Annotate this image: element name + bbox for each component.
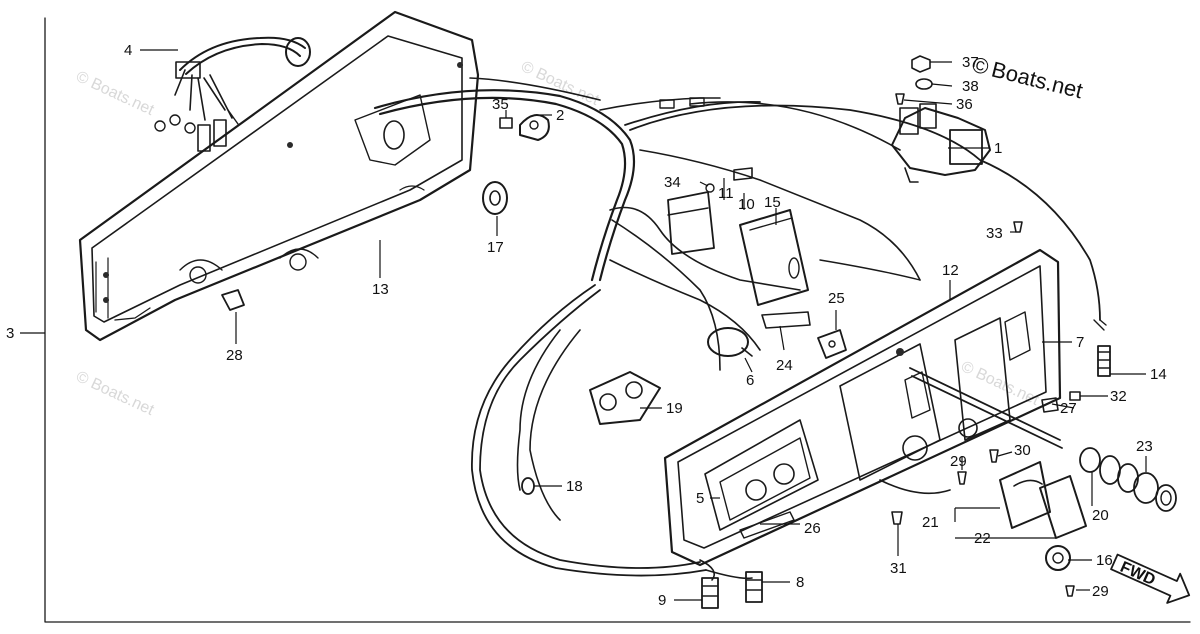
knob-16 [1045, 545, 1071, 571]
part-number: 19 [666, 400, 683, 417]
washer-38 [915, 78, 933, 90]
brand-copyright: © [970, 52, 992, 80]
part-number: 17 [487, 239, 504, 256]
watermark: © Boats.net [73, 68, 157, 119]
part-number: 27 [1060, 400, 1077, 417]
part-number: 15 [764, 194, 781, 211]
screw-32 [1069, 391, 1081, 401]
screw-29 [957, 471, 967, 485]
connector-9 [701, 577, 719, 609]
part-number: 30 [1014, 442, 1031, 459]
part-number: 18 [566, 478, 583, 495]
screw-34 [705, 183, 715, 193]
part-number: 35 [492, 96, 509, 113]
part-number: 10 [738, 196, 755, 213]
part-number: 21 [922, 514, 939, 531]
part-number: 7 [1076, 334, 1084, 351]
part-number: 31 [890, 560, 907, 577]
part-number: 4 [124, 42, 132, 59]
module-15 [739, 209, 809, 306]
clip-28 [221, 289, 245, 311]
part-number: 8 [796, 574, 804, 591]
main-wire-harness [373, 77, 1107, 581]
part-number: 11 [718, 185, 734, 202]
clip-27 [1041, 397, 1059, 413]
ignition-coil [891, 103, 991, 183]
screw-31 [891, 511, 903, 525]
part-number: 9 [658, 592, 666, 609]
part-number: 2 [556, 107, 564, 124]
wire-harness-connector [154, 36, 311, 152]
watermark: © Boats.net [73, 368, 157, 419]
part-number: 12 [942, 262, 959, 279]
forward-arrow: FWD [1110, 553, 1191, 604]
part-number: 36 [956, 96, 973, 113]
part-number: 23 [1136, 438, 1153, 455]
part-number: 29 [1092, 583, 1109, 600]
screw-29b [1065, 585, 1075, 597]
part-number: 3 [6, 325, 14, 342]
leader-lines [20, 49, 1147, 601]
screw-33 [1013, 221, 1023, 233]
control-panel-12 [663, 248, 1062, 567]
brand-name: Boats.net [989, 57, 1085, 104]
part-number: 38 [962, 78, 979, 95]
connector-18 [521, 477, 535, 495]
capacitor-11 [667, 191, 715, 255]
part-number: 26 [804, 520, 821, 537]
part-number: 28 [226, 347, 243, 364]
part-number: 13 [372, 281, 389, 298]
cover-22 [1039, 475, 1087, 539]
part-number: 25 [828, 290, 845, 307]
part-number: 16 [1096, 552, 1113, 569]
control-shaft [909, 367, 1063, 449]
part-number: 37 [962, 54, 979, 71]
bracket-24 [761, 311, 811, 329]
knob-23 [1133, 472, 1177, 512]
part-number-labels: 1 2 3 4 5 6 7 8 9 10 11 12 13 14 15 16 1… [6, 42, 1167, 609]
connector-8 [745, 571, 763, 603]
screw-36 [895, 93, 905, 105]
part-number: 22 [974, 530, 991, 547]
brand-logo: © Boats.net [970, 52, 1086, 104]
clamp-2 [519, 114, 550, 141]
screw-30 [989, 449, 999, 463]
lower-case-tray [78, 10, 480, 342]
part-number: 29 [950, 453, 967, 470]
switch-6 [707, 327, 753, 357]
terminal-14 [1097, 345, 1111, 377]
part-number: 1 [994, 140, 1002, 157]
part-number: 6 [746, 372, 754, 389]
part-number: 34 [664, 174, 681, 191]
socket-19 [589, 371, 661, 425]
meter-21 [999, 461, 1051, 529]
screw-35 [499, 117, 513, 129]
nut-37 [911, 55, 931, 73]
part-number: 20 [1092, 507, 1109, 524]
part-number: 32 [1110, 388, 1127, 405]
part-number: 5 [696, 490, 704, 507]
plate-26 [739, 511, 795, 539]
diagram-border [44, 17, 1191, 623]
part-number: 24 [776, 357, 793, 374]
switch-25 [817, 329, 847, 359]
watermark: © Boats.net [958, 358, 1042, 409]
watermark: © Boats.net [518, 58, 602, 109]
collar-20 [1079, 447, 1139, 493]
part-number: 14 [1150, 366, 1167, 383]
bracket-10 [733, 167, 753, 181]
part-number: 33 [986, 225, 1003, 242]
grommet-17 [482, 181, 508, 215]
